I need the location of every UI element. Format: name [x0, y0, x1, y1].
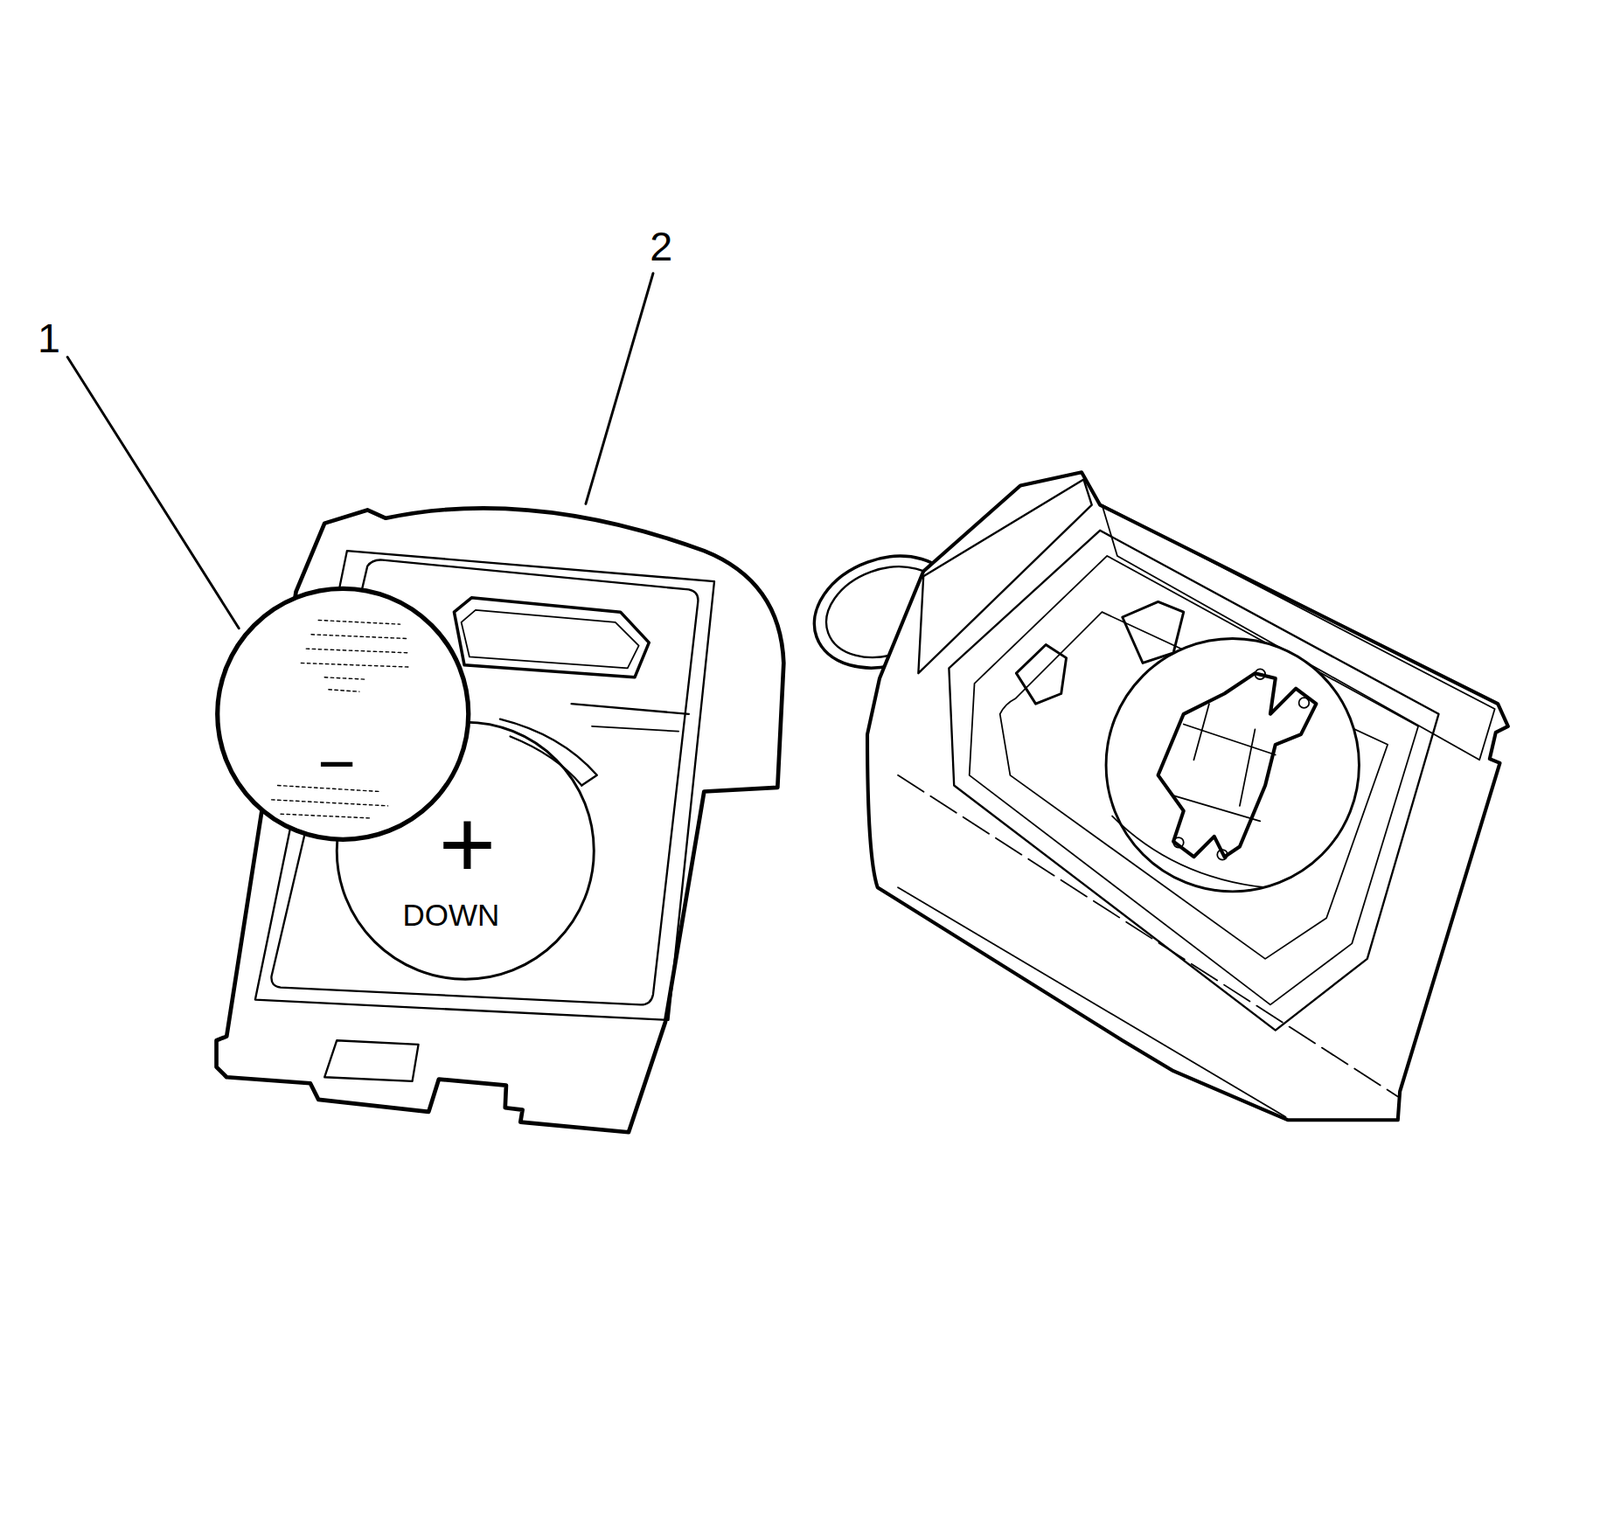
polarity-symbol: +: [438, 795, 496, 894]
leader-line: [67, 356, 239, 628]
instruction-text: DOWN: [402, 899, 500, 931]
key-fob-body: [798, 472, 1509, 1120]
battery-cover: [216, 507, 785, 1133]
leader-line: [585, 273, 654, 505]
coin-battery: [217, 588, 469, 840]
callout-number: 2: [649, 226, 673, 268]
polarity-symbol: −: [317, 730, 356, 797]
callout-number: 1: [37, 318, 61, 360]
